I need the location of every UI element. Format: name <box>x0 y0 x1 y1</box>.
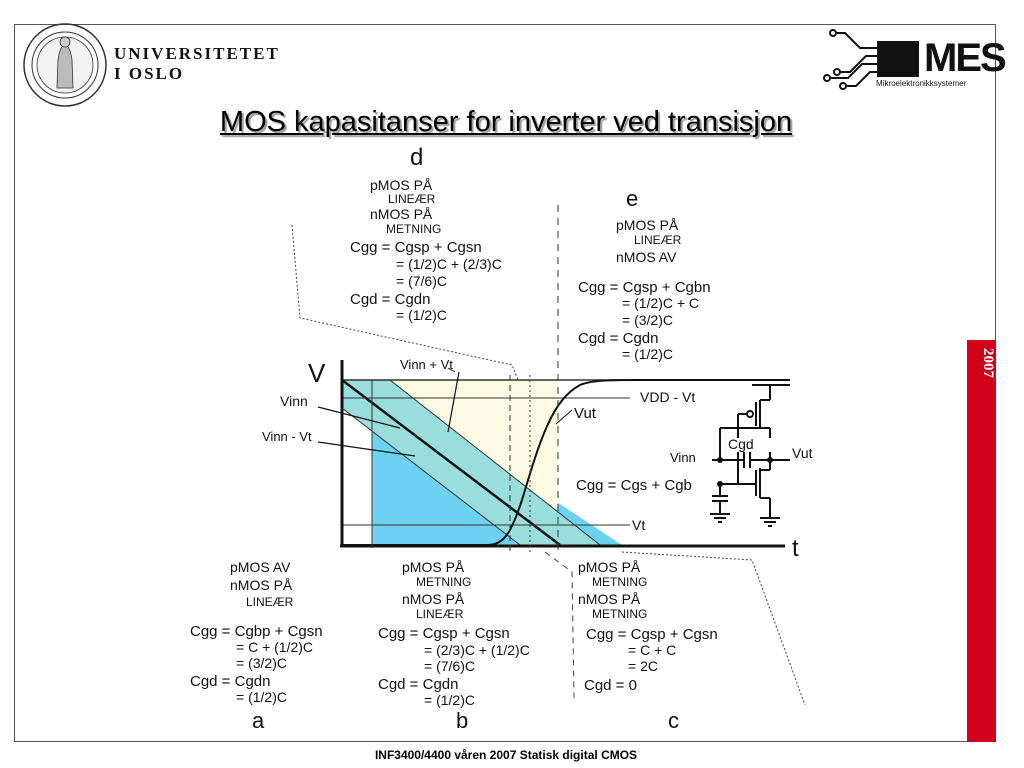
svg-text:Cgd = 0: Cgd = 0 <box>584 677 637 694</box>
svg-text:Cgg = Cgbp + Cgsn: Cgg = Cgbp + Cgsn <box>190 623 323 640</box>
svg-text:Cgd = Cgdn: Cgd = Cgdn <box>190 673 270 690</box>
circuit-vut-label: Vut <box>792 445 813 461</box>
svg-text:= (1/2)C: = (1/2)C <box>396 307 447 323</box>
circuit-cgd-label: Cgd <box>728 436 754 452</box>
svg-text:= (1/2)C + (2/3)C: = (1/2)C + (2/3)C <box>396 256 502 272</box>
svg-text:= (3/2)C: = (3/2)C <box>622 312 673 328</box>
label-vut: Vut <box>574 405 597 422</box>
svg-text:METNING: METNING <box>386 222 441 236</box>
university-line-1: UNIVERSITETET <box>114 44 280 63</box>
svg-text:Cgg = Cgsp + Cgsn: Cgg = Cgsp + Cgsn <box>350 239 482 256</box>
svg-text:pMOS PÅ: pMOS PÅ <box>578 559 641 575</box>
vinn-line <box>341 379 561 546</box>
svg-text:Cgd = Cgdn: Cgd = Cgdn <box>378 676 458 693</box>
circuit-vinn-label: Vinn <box>670 450 696 465</box>
svg-text:= C + C: = C + C <box>628 642 676 658</box>
inverter-circuit <box>710 384 790 527</box>
svg-text:nMOS AV: nMOS AV <box>616 249 677 265</box>
vut-pointer <box>555 409 573 425</box>
slide-title: MOS kapasitanser for inverter ved transi… <box>219 106 793 138</box>
mes-logo-subtitle: Mikroelektronikksystemer <box>876 79 967 88</box>
university-line-2: I OSLO <box>114 64 185 83</box>
region-e-text: e pMOS PÅ LINEÆR nMOS AV Cgg = Cgsp + Cg… <box>578 186 711 362</box>
svg-text:LINEÆR: LINEÆR <box>416 607 464 621</box>
svg-text:Cgg = Cgsp + Cgbn: Cgg = Cgsp + Cgbn <box>578 279 711 296</box>
year-label: 2007 <box>980 348 996 378</box>
year-side-bar: 2007 <box>967 340 996 742</box>
svg-text:= (1/2)C: = (1/2)C <box>424 692 475 708</box>
university-seal-icon <box>23 23 107 107</box>
label-vt: Vt <box>632 517 645 533</box>
callout-b-c <box>544 551 575 699</box>
label-vdd-vt: VDD - Vt <box>640 389 695 405</box>
callout-c <box>621 551 806 706</box>
label-vinn-minus-vt: Vinn - Vt <box>262 429 312 444</box>
svg-text:pMOS PÅ: pMOS PÅ <box>370 177 433 193</box>
svg-text:LINEÆR: LINEÆR <box>388 192 436 206</box>
svg-text:Cgg = Cgsp + Cgsn: Cgg = Cgsp + Cgsn <box>586 626 718 643</box>
svg-text:= (7/6)C: = (7/6)C <box>424 658 475 674</box>
label-vinn-vt: Vinn + Vt <box>400 357 453 372</box>
svg-text:Cgd = Cgdn: Cgd = Cgdn <box>350 291 430 308</box>
vinn-vt-pointer <box>447 371 460 433</box>
svg-text:pMOS PÅ: pMOS PÅ <box>616 217 679 233</box>
vinn-minus-vt-pointer <box>317 441 416 457</box>
svg-text:nMOS PÅ: nMOS PÅ <box>230 577 293 593</box>
region-e-letter: e <box>626 186 638 211</box>
svg-text:METNING: METNING <box>592 575 647 589</box>
region-a-letter: a <box>252 708 265 733</box>
svg-text:= (1/2)C: = (1/2)C <box>236 689 287 705</box>
svg-text:= C + (1/2)C: = C + (1/2)C <box>236 639 313 655</box>
svg-text:= 2C: = 2C <box>628 658 658 674</box>
mes-logo-text: MES <box>924 36 1007 80</box>
svg-text:LINEÆR: LINEÆR <box>246 595 294 609</box>
svg-text:= (2/3)C + (1/2)C: = (2/3)C + (1/2)C <box>424 642 530 658</box>
svg-text:= (1/2)C + C: = (1/2)C + C <box>622 295 699 311</box>
svg-text:Cgg = Cgsp + Cgsn: Cgg = Cgsp + Cgsn <box>378 625 510 642</box>
mes-circuit-icon <box>823 29 919 90</box>
region-c-letter: c <box>668 708 679 733</box>
region-d-letter: d <box>410 144 423 171</box>
svg-text:pMOS AV: pMOS AV <box>230 559 291 575</box>
svg-text:METNING: METNING <box>592 607 647 621</box>
callout-d <box>291 224 519 381</box>
footer-text: INF3400/4400 våren 2007 Statisk digital … <box>374 748 638 762</box>
university-name: UNIVERSITETET I OSLO <box>114 44 280 84</box>
svg-text:pMOS PÅ: pMOS PÅ <box>402 559 465 575</box>
region-a-text: pMOS AV nMOS PÅ LINEÆR Cgg = Cgbp + Cgsn… <box>190 559 323 733</box>
vinn-pointer <box>317 406 401 429</box>
svg-text:nMOS PÅ: nMOS PÅ <box>578 591 641 607</box>
region-d-text: d pMOS PÅ LINEÆR nMOS PÅ METNING Cgg = C… <box>350 144 502 323</box>
vut-curve <box>342 379 790 546</box>
svg-text:= (3/2)C: = (3/2)C <box>236 655 287 671</box>
label-vinn: Vinn <box>280 393 308 409</box>
svg-text:METNING: METNING <box>416 575 471 589</box>
circuit-cgg-label: Cgg = Cgs + Cgb <box>576 477 692 494</box>
svg-text:nMOS PÅ: nMOS PÅ <box>402 591 465 607</box>
region-b-text: pMOS PÅ METNING nMOS PÅ LINEÆR Cgg = Cgs… <box>378 559 530 733</box>
svg-text:= (1/2)C: = (1/2)C <box>622 346 673 362</box>
axis-t-label: t <box>792 535 799 562</box>
region-c-text: pMOS PÅ METNING nMOS PÅ METNING Cgg = Cg… <box>578 559 718 733</box>
region-b-letter: b <box>456 708 468 733</box>
svg-text:LINEÆR: LINEÆR <box>634 233 682 247</box>
svg-text:nMOS PÅ: nMOS PÅ <box>370 206 433 222</box>
axis-v-label: V <box>308 358 326 388</box>
svg-text:Cgd = Cgdn: Cgd = Cgdn <box>578 330 658 347</box>
svg-text:= (7/6)C: = (7/6)C <box>396 273 447 289</box>
